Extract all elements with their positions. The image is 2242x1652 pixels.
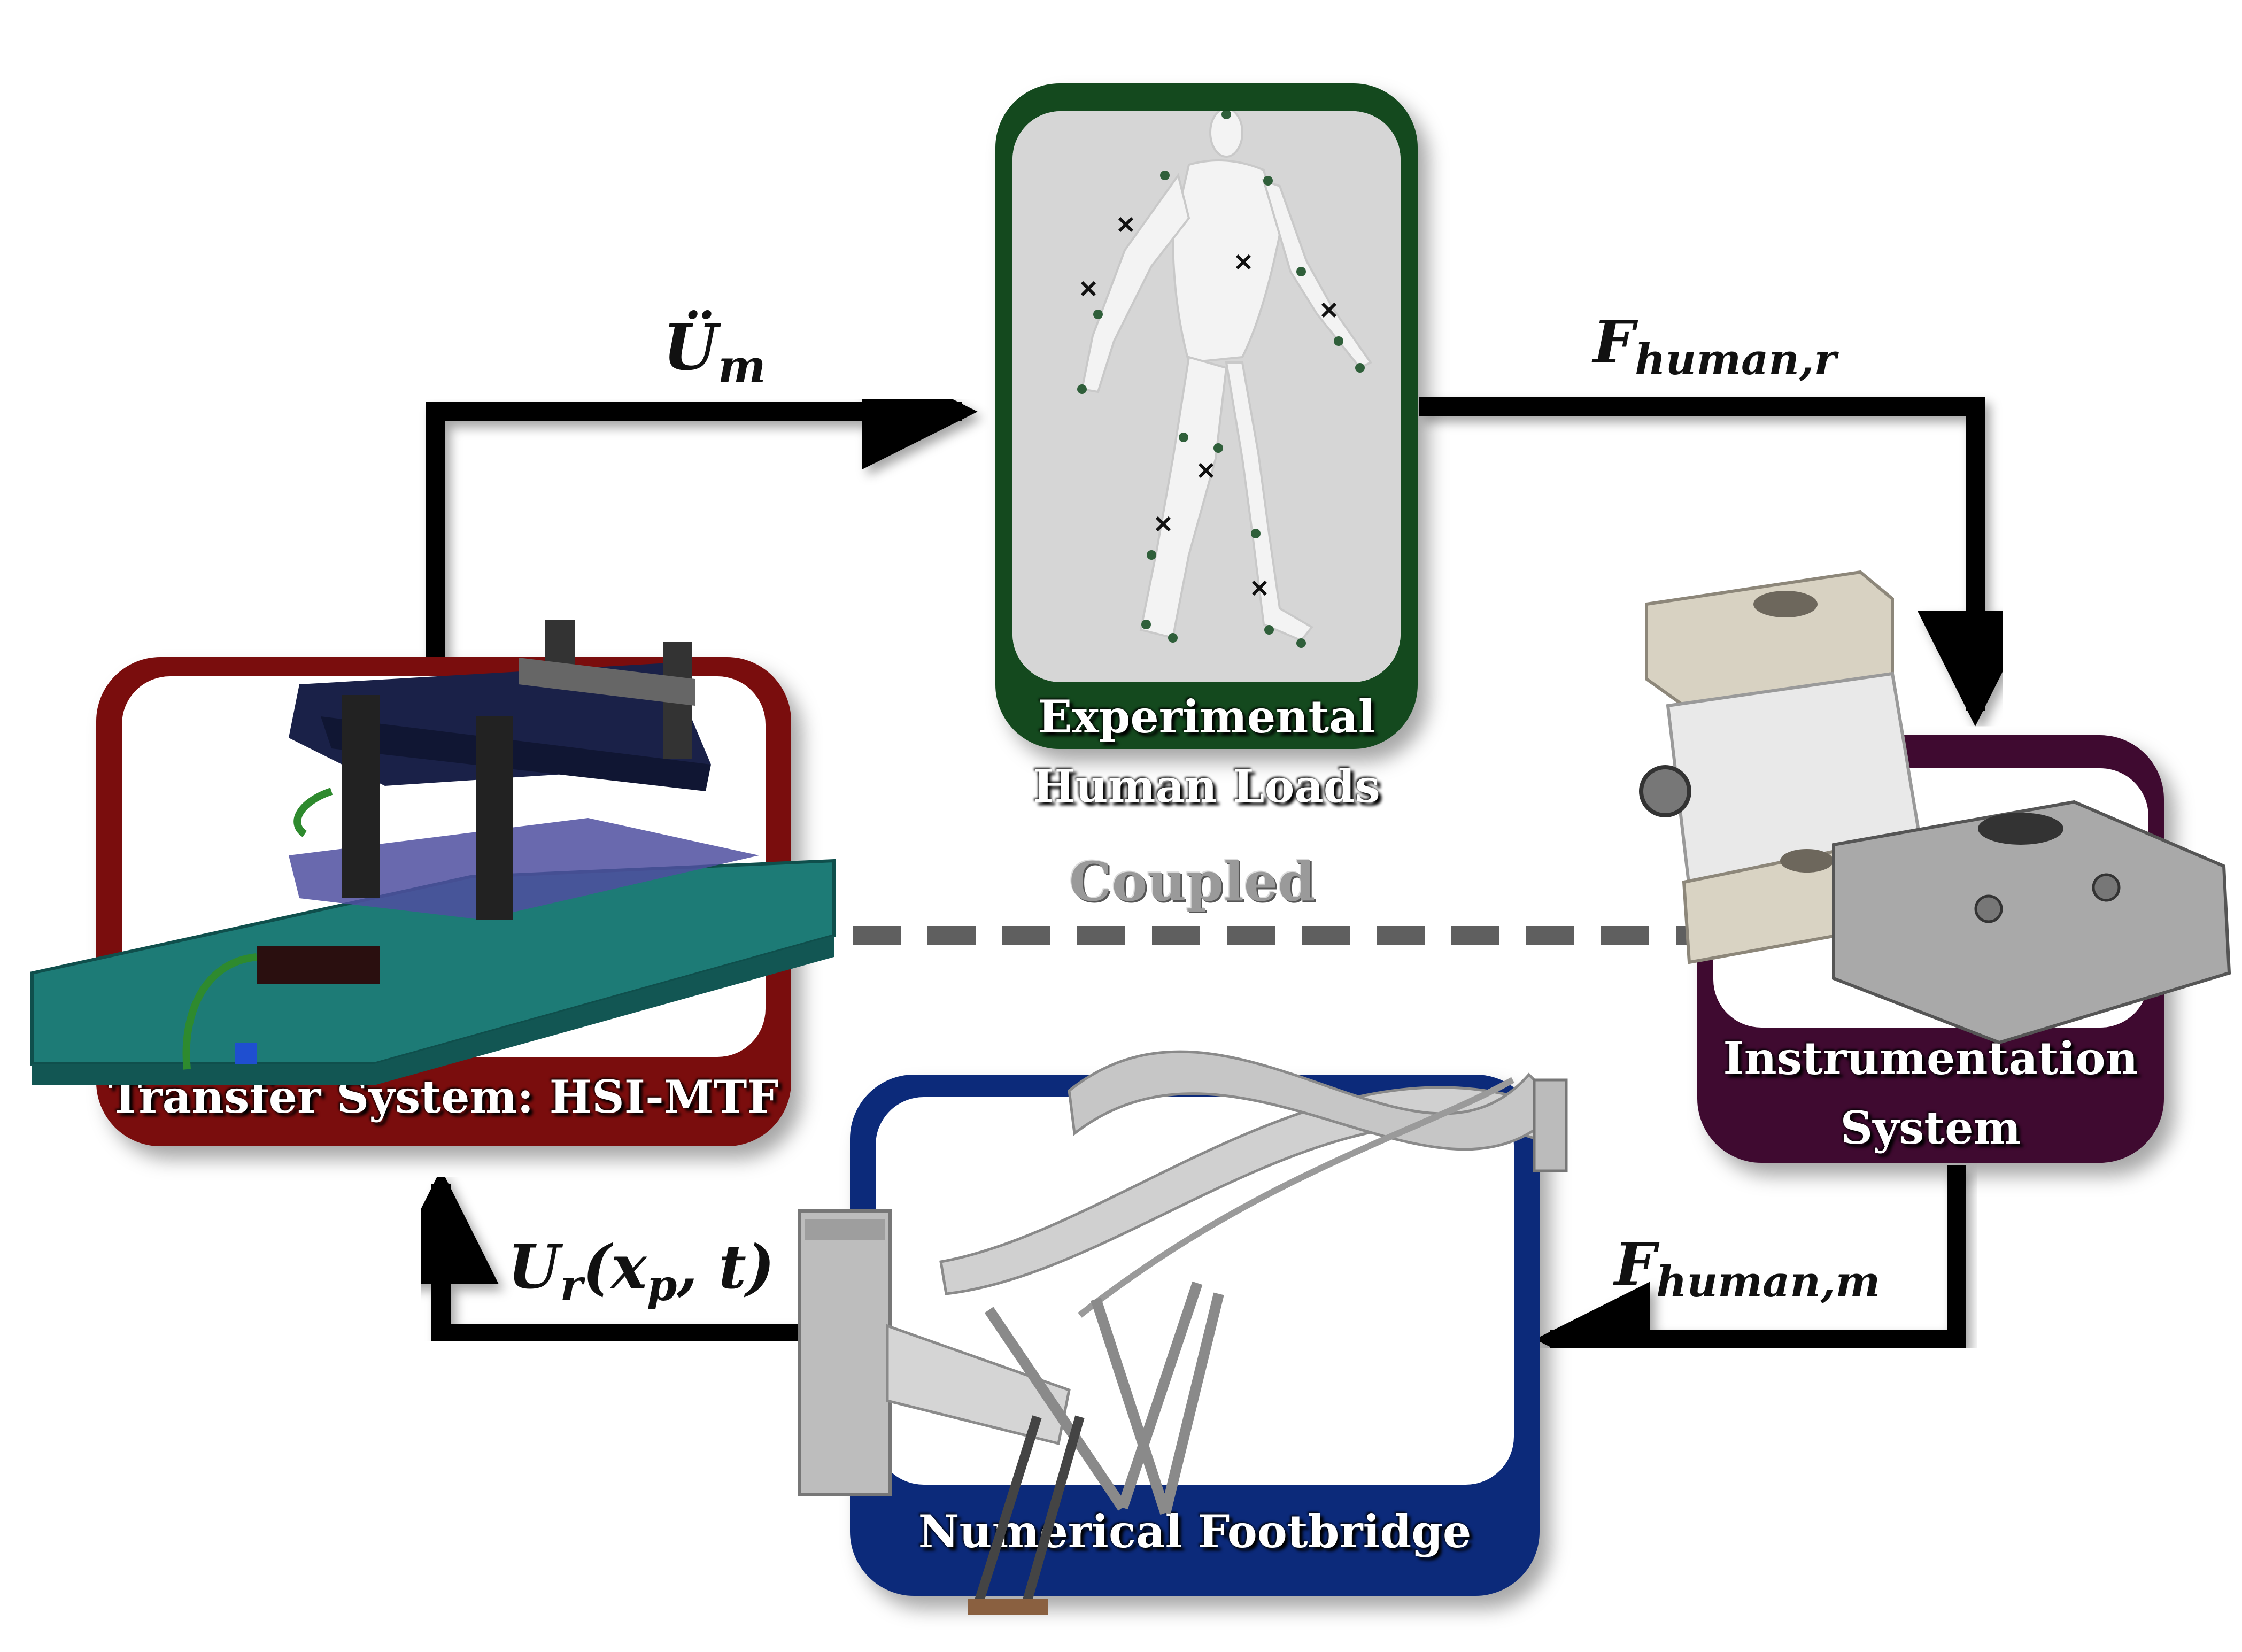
instrumentation-title-line2: System — [1840, 1101, 2021, 1155]
fhr-subscript: human,r — [1635, 335, 1837, 385]
label-force-human-r: Fhuman,r — [1593, 307, 1836, 384]
instrumentation-title: Instrumentation System — [1697, 1024, 2164, 1163]
ur-rest: , t) — [677, 1232, 775, 1302]
arrow-instrumentation-to-footbridge — [1535, 1165, 1966, 1397]
ur-x: x — [611, 1232, 647, 1302]
fhr-symbol: F — [1593, 307, 1635, 376]
label-force-human-m: Fhuman,m — [1614, 1230, 1880, 1307]
transfer-system-panel — [122, 676, 766, 1057]
human-figure-illustration — [1012, 107, 1401, 682]
label-acceleration-um: Üm — [663, 310, 766, 393]
instrumentation-system-box: Instrumentation System — [1697, 735, 2164, 1163]
numerical-footbridge-box: Numerical Footbridge — [850, 1075, 1540, 1596]
arrow-footbridge-to-transfer — [383, 1169, 842, 1344]
ur-subscript-p: p — [646, 1260, 677, 1311]
human-loads-title-line2: Human Loads — [1033, 760, 1380, 813]
human-model-panel — [1012, 107, 1401, 682]
transfer-system-box: Transfer System: HSI-MTF — [96, 657, 791, 1146]
instrumentation-title-line1: Instrumentation — [1723, 1032, 2138, 1085]
ur-symbol: U — [508, 1232, 560, 1302]
um-symbol: Ü — [663, 310, 718, 384]
arrow-transfer-to-human — [426, 354, 978, 660]
ur-subscript-r: r — [560, 1260, 583, 1311]
coupled-label: Coupled — [1069, 850, 1316, 913]
footbridge-title: Numerical Footbridge — [918, 1505, 1472, 1558]
fhm-symbol: F — [1614, 1230, 1657, 1299]
arrow-human-to-instrumentation — [1419, 397, 2033, 727]
numerical-footbridge-panel — [876, 1097, 1514, 1485]
human-loads-title: Experimental Human Loads — [995, 682, 1418, 821]
human-loads-title-line1: Experimental — [1038, 690, 1375, 743]
um-subscript: m — [717, 339, 766, 393]
experimental-human-loads-box: Experimental Human Loads — [995, 83, 1418, 813]
fhm-subscript: human,m — [1656, 1257, 1881, 1307]
label-displacement-ur: Ur(xp, t) — [508, 1232, 775, 1311]
transfer-system-title: Transfer System: HSI-MTF — [109, 1070, 779, 1123]
instrumentation-system-panel — [1713, 768, 2148, 1028]
ur-paren-open: ( — [583, 1232, 612, 1302]
